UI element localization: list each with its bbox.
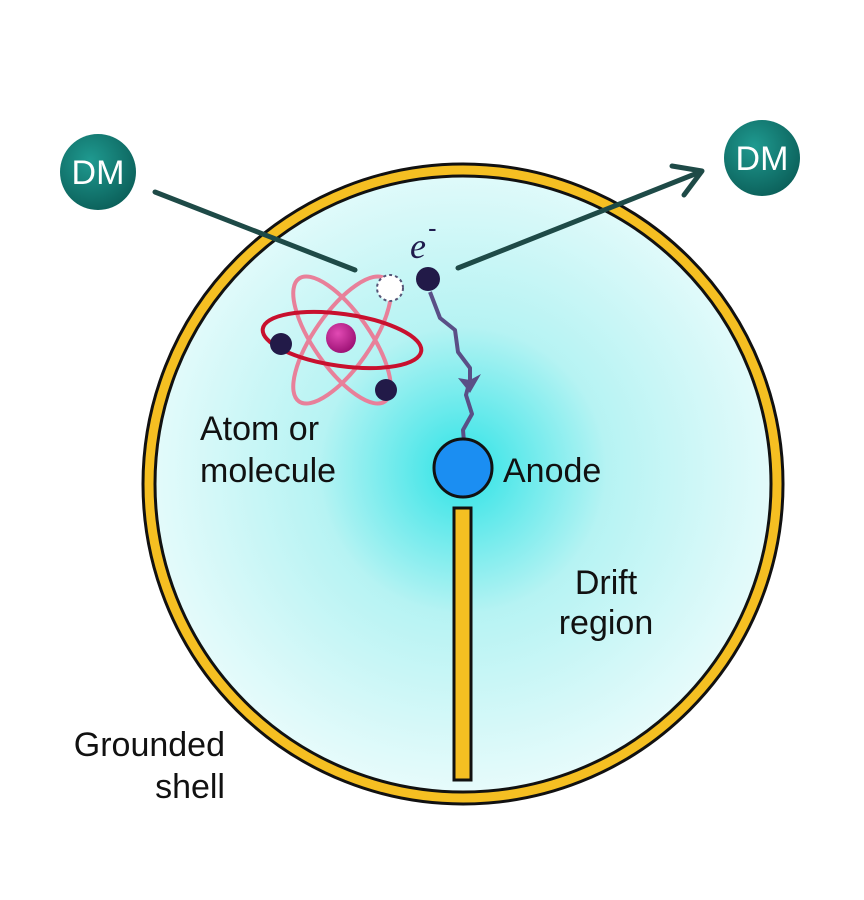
drift-label-line1: Drift xyxy=(575,564,638,602)
electron-charge-label: - xyxy=(428,213,437,243)
dm-outgoing-arrowhead xyxy=(669,163,705,198)
electron-drift-path xyxy=(428,291,474,443)
dm-incoming-label: DM xyxy=(72,154,125,192)
bound-electron-bottom xyxy=(375,379,397,401)
dm-particle-incoming: DM xyxy=(60,134,136,210)
dm-incoming-track xyxy=(152,189,358,273)
orbit-red xyxy=(260,309,424,371)
anode-rod xyxy=(452,506,473,782)
drift-arrowhead xyxy=(458,374,481,393)
anode-label: Anode xyxy=(503,452,601,490)
atom-label-line2: molecule xyxy=(200,452,336,490)
atom-label-line1: Atom or xyxy=(200,410,319,448)
drift-label-line2: region xyxy=(559,604,654,642)
orbit-pink-1 xyxy=(291,274,393,406)
anode-sphere-icon xyxy=(432,437,494,499)
nucleus xyxy=(326,323,356,353)
dm-outgoing-label: DM xyxy=(736,140,789,178)
dm-particle-outgoing: DM xyxy=(724,120,800,196)
shell-label-line1: Grounded xyxy=(74,726,225,764)
shell-label-line2: shell xyxy=(155,768,225,806)
electron-vacancy xyxy=(376,274,404,302)
atom-icon xyxy=(260,274,424,406)
ejected-electron xyxy=(416,267,440,291)
dm-outgoing-track xyxy=(455,169,703,271)
electron-label: e xyxy=(410,226,426,266)
bound-electron-left xyxy=(270,333,292,355)
